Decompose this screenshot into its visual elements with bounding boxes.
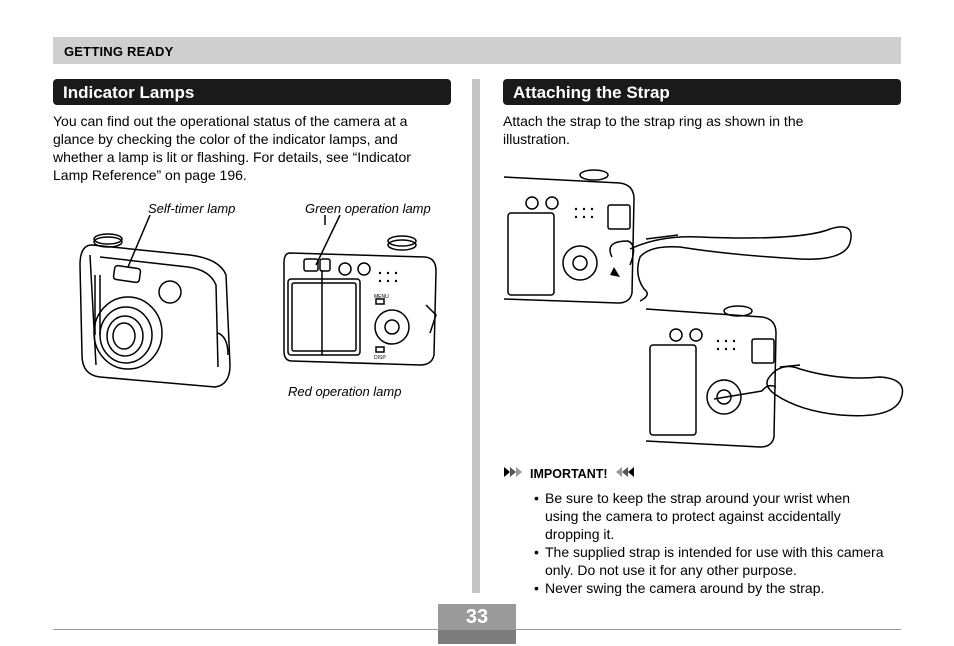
important-label: IMPORTANT!	[530, 466, 608, 481]
camera-back-illustration: MENU DISP	[283, 215, 437, 366]
bullet-item: •The supplied strap is intended for use …	[534, 544, 884, 578]
important-notice: IMPORTANT!	[504, 466, 634, 481]
header-bar: GETTING READY	[53, 37, 901, 64]
section-header: GETTING READY	[64, 44, 174, 59]
important-left-icon	[504, 466, 524, 481]
page-number-box: 33	[438, 604, 516, 644]
red-operation-lamp-caption: Red operation lamp	[288, 384, 402, 399]
disp-button-label: DISP	[374, 355, 386, 361]
green-operation-lamp-caption: Green operation lamp	[305, 201, 431, 216]
page-number: 33	[465, 606, 489, 628]
self-timer-lamp-caption: Self-timer lamp	[148, 201, 236, 216]
indicator-lamps-title: Indicator Lamps	[53, 79, 451, 105]
important-right-icon	[614, 466, 634, 481]
menu-button-label: MENU	[374, 294, 389, 300]
attaching-strap-body: Attach the strap to the strap ring as sh…	[503, 113, 804, 147]
bullet-item: •Never swing the camera around by the st…	[534, 580, 825, 596]
column-divider	[472, 79, 480, 593]
important-bullet-list: •Be sure to keep the strap around your w…	[534, 489, 884, 597]
indicator-lamps-body: You can find out the operational status …	[53, 113, 411, 183]
camera-front-illustration	[79, 215, 231, 388]
attaching-strap-title: Attaching the Strap	[503, 79, 901, 105]
strap-attachment-illustration	[503, 169, 904, 448]
bullet-item: •Be sure to keep the strap around your w…	[534, 490, 851, 542]
